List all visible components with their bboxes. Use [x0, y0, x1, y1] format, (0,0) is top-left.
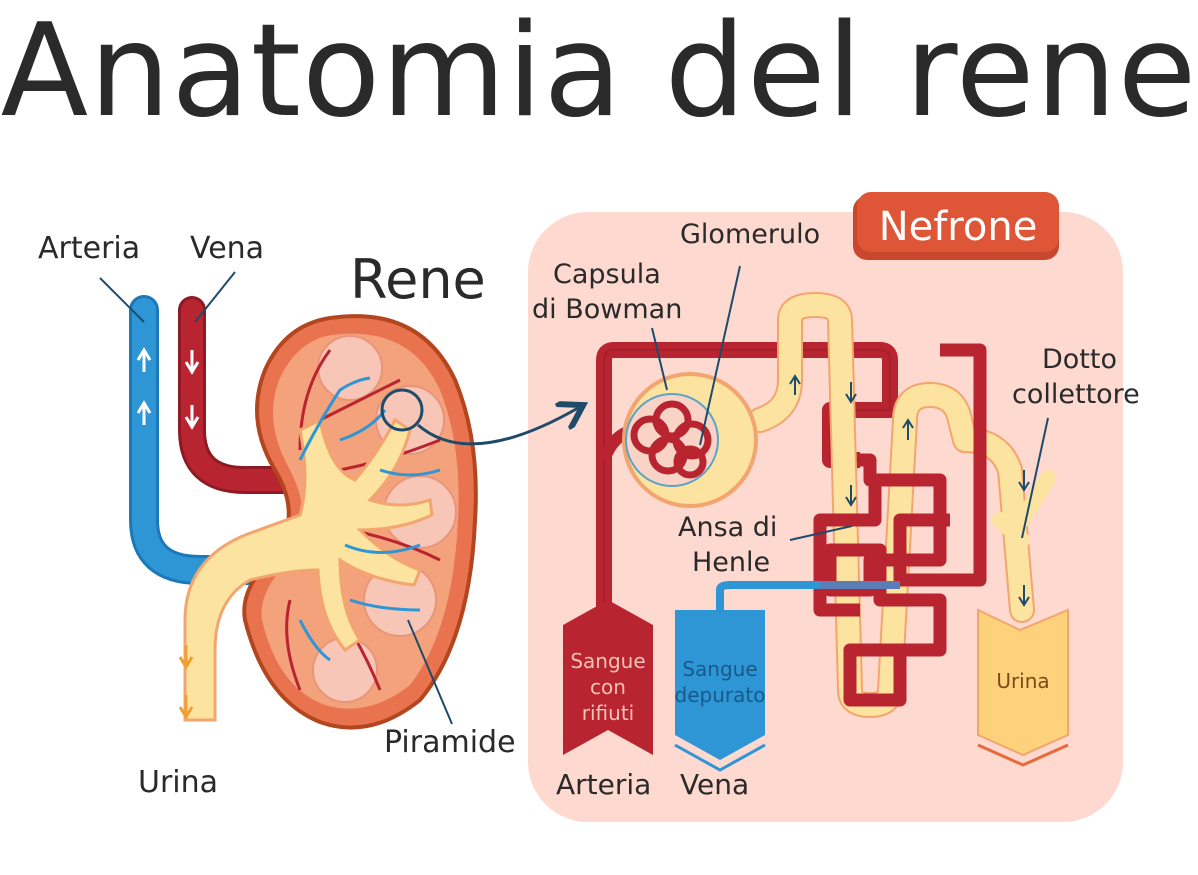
blood-clean-line2: depurato	[675, 683, 766, 707]
vein-blood-box: Sangue depurato	[674, 610, 766, 772]
nephron-vein-label: Vena	[680, 768, 749, 801]
henle-label-line2: Henle	[692, 547, 770, 578]
kidney-heading: Rene	[350, 248, 486, 311]
artery-blood-box: Sangue con rifiuti	[563, 600, 653, 755]
nephron-badge-label: Nefrone	[879, 204, 1038, 250]
venous-capillary	[716, 581, 900, 615]
nephron-artery-label: Arteria	[556, 768, 651, 801]
duct-label-line1: Dotto	[1042, 344, 1117, 375]
blood-waste-line3: rifiuti	[582, 701, 634, 725]
kidney-urine-label: Urina	[138, 765, 218, 800]
blood-clean-line1: Sangue	[682, 657, 757, 681]
bowman-label-line1: Capsula	[553, 259, 661, 290]
urine-box: Urina	[977, 608, 1069, 767]
kidney-artery-label: Arteria	[38, 231, 140, 266]
kidney-blue-vessels	[298, 376, 441, 662]
nephron-badge: Nefrone	[853, 192, 1059, 260]
peritubular-capillaries	[813, 343, 987, 707]
glomerulus	[630, 400, 712, 479]
pyramid-label: Piramide	[384, 725, 516, 760]
blood-waste-line2: con	[590, 675, 626, 699]
zoom-circle	[380, 388, 424, 432]
urine-box-label: Urina	[996, 669, 1049, 693]
tubule-flow-arrows	[789, 374, 1030, 607]
glomerulus-label: Glomerulo	[680, 219, 820, 250]
page-title: Anatomia del rene	[0, 0, 1198, 146]
henle-label-line1: Ansa di	[678, 512, 777, 543]
kidney-pyramids	[312, 335, 457, 703]
urine-flow-arrows	[178, 645, 194, 720]
kidney-vein-label: Vena	[190, 231, 264, 266]
vessel-flow-arrows	[136, 347, 200, 430]
blood-waste-line1: Sangue	[570, 649, 645, 673]
renal-pelvis	[183, 417, 434, 722]
zoom-arrow	[417, 408, 578, 446]
bowman-label-line2: di Bowman	[532, 294, 682, 325]
duct-label-line2: collettore	[1012, 379, 1140, 410]
arteriole-loop	[596, 342, 898, 620]
